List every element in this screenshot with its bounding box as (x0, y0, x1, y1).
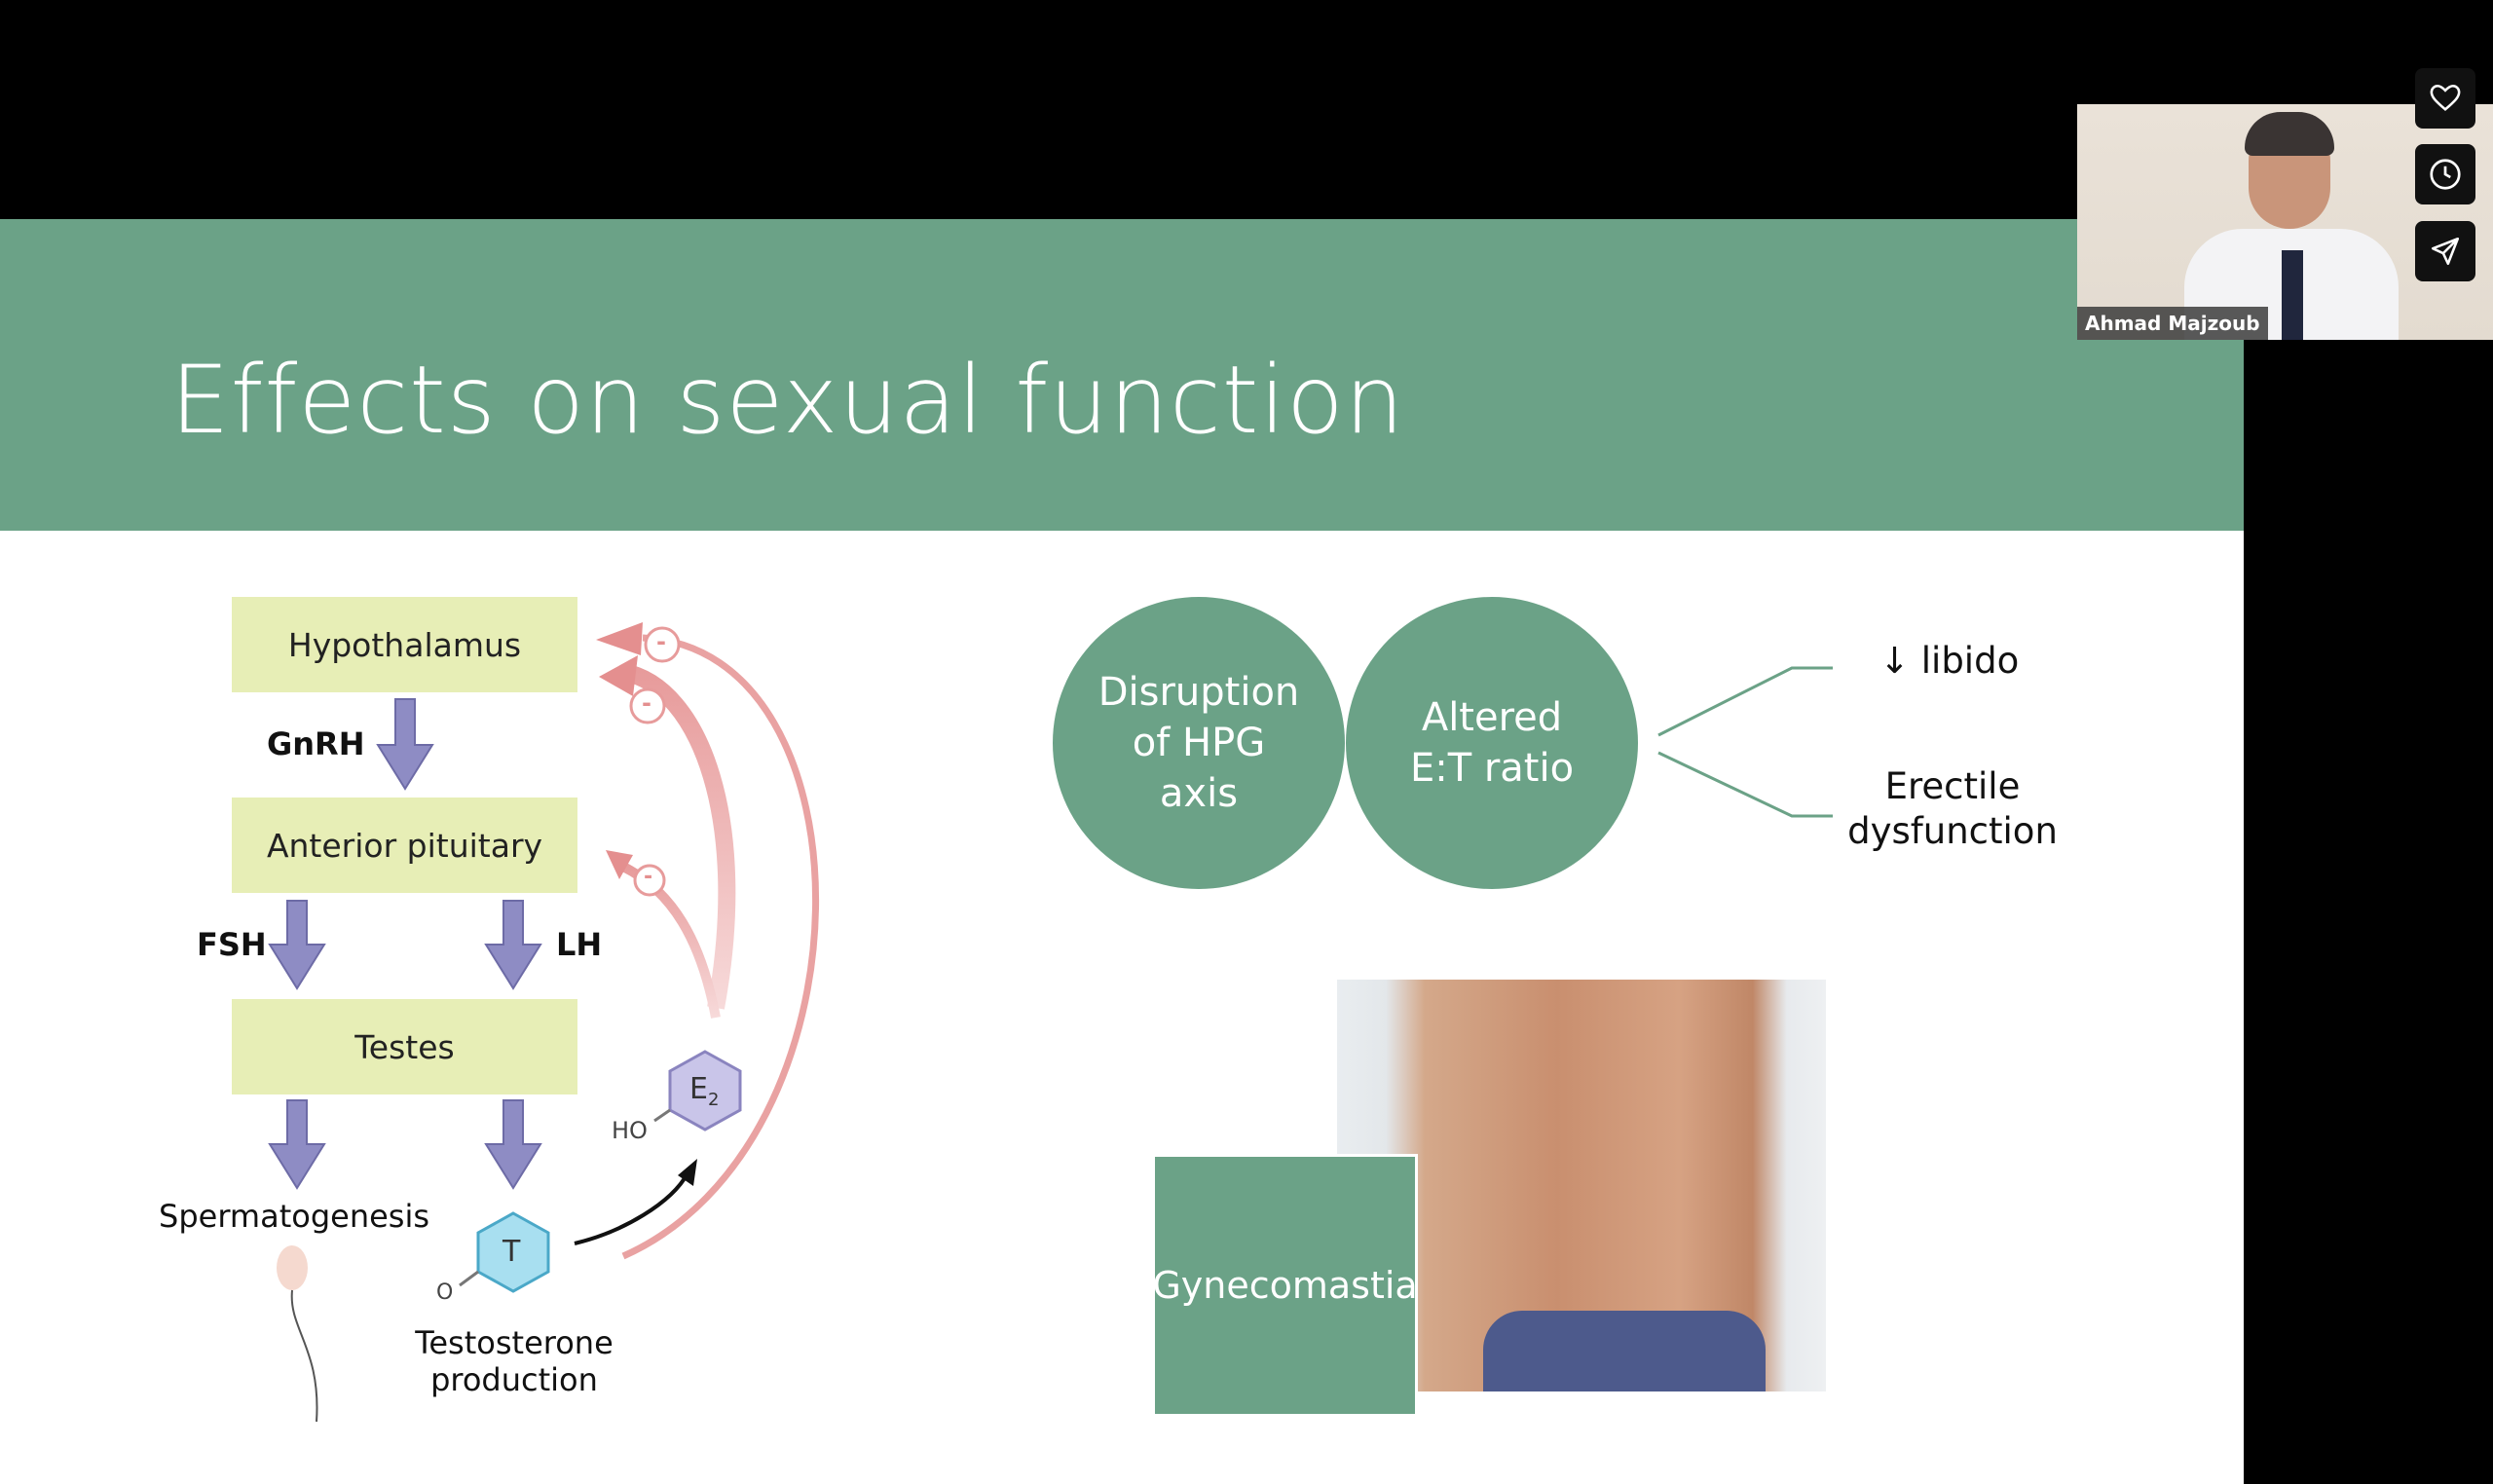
sperm-tail (290, 1289, 318, 1423)
circle-hpg-disruption: Disruption of HPG axis (1053, 597, 1345, 889)
box-hypothalamus: Hypothalamus (232, 597, 577, 692)
feedback-arrow-middle (620, 663, 736, 1010)
label-gnrh: GnRH (267, 725, 365, 762)
testosterone-hexagon (476, 1211, 550, 1293)
gynecomastia-photo (1337, 980, 1826, 1391)
gynecomastia-label-box: Gynecomastia (1152, 1154, 1418, 1417)
like-button[interactable] (2415, 68, 2475, 129)
participant-name: Ahmad Majzoub (2077, 307, 2268, 340)
label-t: T (502, 1235, 521, 1269)
minus-circle-3 (633, 864, 666, 897)
heart-icon (2430, 84, 2461, 112)
minus-sign-2: - (642, 689, 651, 717)
effect-erectile-dysfunction: Erectile dysfunction (1847, 765, 2058, 852)
label-fsh: FSH (197, 926, 267, 963)
label-lh: LH (556, 926, 603, 963)
down-arrow-gnrh (376, 698, 434, 791)
connector-to-ed (1657, 751, 1833, 818)
estradiol-hexagon (668, 1050, 742, 1132)
label-spermatogenesis: Spermatogenesis (159, 1198, 430, 1235)
circle-et-ratio: Altered E:T ratio (1346, 597, 1638, 889)
minus-sign-3: - (644, 865, 653, 889)
hpg-diagram-graphics (268, 622, 1833, 1423)
box-testes: Testes (232, 999, 577, 1094)
title-band: Effects on sexual function (0, 219, 2244, 531)
down-arrow-spermatogenesis (268, 1099, 326, 1190)
feedback-arrowhead-inner (606, 850, 633, 879)
feedback-arrow-outer (621, 634, 820, 1260)
minus-circle-2 (629, 687, 666, 724)
feedback-arrowhead-middle (599, 655, 638, 696)
share-button[interactable] (2415, 221, 2475, 281)
box-anterior-pituitary: Anterior pituitary (232, 798, 577, 893)
connector-to-libido (1657, 666, 1833, 737)
down-arrow-testosterone (484, 1099, 542, 1190)
label-o: O (436, 1280, 454, 1305)
photo-shorts (1483, 1311, 1766, 1391)
label-testosterone-production: Testosterone production (415, 1324, 614, 1398)
presentation-slide: Effects on sexual function Hypothalamus … (0, 219, 2244, 1484)
down-arrow-lh (484, 900, 542, 990)
clock-icon (2430, 159, 2461, 190)
participant-tie (2282, 250, 2303, 340)
conversion-arrow (574, 1172, 689, 1245)
minus-sign-1: - (656, 628, 666, 655)
feedback-arrowhead-outer (596, 622, 643, 655)
down-arrow-fsh (268, 900, 326, 990)
participant-hair (2245, 112, 2334, 156)
history-button[interactable] (2415, 144, 2475, 204)
effect-libido: ↓ libido (1879, 640, 2020, 682)
minus-circle-1 (644, 626, 681, 663)
conversion-arrowhead (678, 1159, 697, 1186)
label-ho: HO (612, 1117, 648, 1144)
send-icon (2431, 237, 2460, 266)
sperm-head (277, 1245, 308, 1290)
label-e2: E2 (689, 1072, 720, 1110)
slide-title: Effects on sexual function (170, 346, 1405, 455)
